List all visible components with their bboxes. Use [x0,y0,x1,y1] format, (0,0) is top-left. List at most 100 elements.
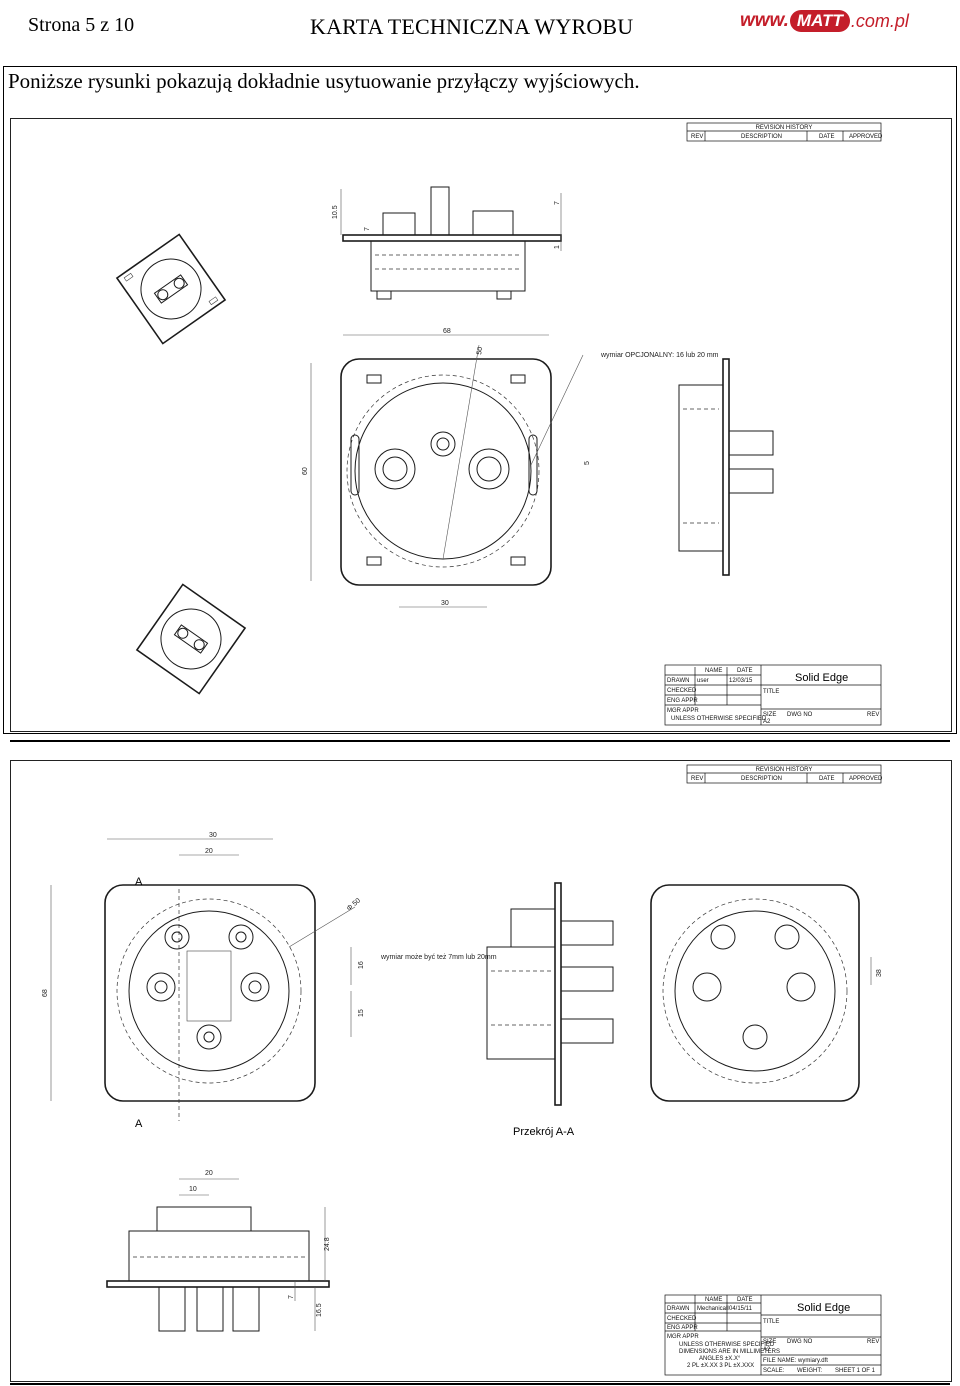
tb1-eng-appr: ENG APPR [667,698,698,704]
dim2-phi-50: Φ 50 [346,897,362,912]
dim2-68: 68 [42,989,49,997]
intro-paragraph: Poniższe rysunki pokazują dokładnie usyt… [8,69,640,93]
drawing-1-svg: REVISION HISTORY REV DESCRIPTION DATE AP… [115,122,883,726]
tb1-size: SIZE [763,712,776,718]
optional-dim-note: wymiar OPCJONALNY: 16 lub 20 mm [600,352,719,359]
technical-drawing-1: REVISION HISTORY REV DESCRIPTION DATE AP… [10,118,952,732]
page-number: Strona 5 z 10 [28,14,135,36]
tb1-size-val: A2 [763,719,771,725]
tb2-scale: SCALE: [763,1368,785,1374]
tb2-brand: Solid Edge [797,1302,850,1314]
dim2-38: 38 [876,969,883,977]
tb2-drawn-date: 04/15/11 [729,1306,753,1312]
tb2-eng-appr: ENG APPR [667,1325,698,1331]
page-header: Strona 5 z 10 KARTA TECHNICZNA WYROBU ww… [0,0,960,66]
dim2-16-5: 16.5 [316,1303,323,1317]
front-view: 68 60 50 30 5 wymiar OPCJONALNY: 16 lub … [302,328,719,608]
tb1-mgr-appr: MGR APPR [667,708,699,714]
dim-68: 68 [443,328,451,335]
dim-60: 60 [302,467,309,475]
tb2-size: SIZE [763,1339,776,1345]
date-col: DATE [819,134,835,140]
rev-col-2: REV [691,776,703,782]
logo-prefix: www. [740,10,789,31]
tb1-date: DATE [737,668,753,674]
tb2-checked: CHECKED [667,1316,697,1322]
right-side-view [678,358,774,576]
dim2-20b: 20 [205,1170,213,1177]
description-col-2: DESCRIPTION [741,776,782,782]
tb2-title: TITLE [763,1319,779,1325]
tb2-size-val: A2 [763,1347,771,1353]
dim2-16: 16 [358,961,365,969]
technical-drawing-2: REVISION HISTORY REV DESCRIPTION DATE AP… [10,760,952,1382]
tb2-places: 2 PL ±X.XX 3 PL ±X.XXX [687,1363,754,1369]
tb2-dims-mm: DIMENSIONS ARE IN MILLIMETERS [679,1349,780,1355]
document-title: KARTA TECHNICZNA WYROBU [310,14,634,39]
tb2-sheet: SHEET 1 OF 1 [835,1368,876,1374]
tb2-dwg-no: DWG NO [787,1339,813,1345]
tb2-mgr-appr: MGR APPR [667,1334,699,1340]
drawing-2-svg: REVISION HISTORY REV DESCRIPTION DATE AP… [42,764,883,1376]
logo-brand: MATT [789,10,850,32]
tb2-date: DATE [737,1297,753,1303]
dim-7b: 7 [554,201,561,205]
revision-history-table: REVISION HISTORY REV DESCRIPTION DATE AP… [686,122,883,142]
tb2-angles: ANGLES ±X.X° [699,1356,741,1362]
tb2-rev: REV [867,1339,879,1345]
dim-10-5: 10.5 [332,205,339,219]
revision-history-label: REVISION HISTORY [756,125,813,131]
dim-5: 5 [584,461,591,465]
dim2-24-8: 24.8 [324,1237,331,1251]
tb1-drawn-date: 12/03/15 [729,678,753,684]
isometric-view-1 [115,233,227,345]
tb1-unless: UNLESS OTHERWISE SPECIFIED [671,716,767,722]
bottom-side-view: 20 10 24.8 7 16.5 [106,1170,331,1332]
company-logo[interactable]: www. MATT .com.pl [740,4,909,38]
isometric-view-2 [135,583,247,695]
tb1-checked: CHECKED [667,688,697,694]
tb2-drawn: DRAWN [667,1306,689,1312]
dim2-7: 7 [288,1295,295,1299]
front-view-right: 38 [650,884,883,1102]
description-col: DESCRIPTION [741,134,782,140]
dim2-30: 30 [209,832,217,839]
revision-history-table-2: REVISION HISTORY REV DESCRIPTION DATE AP… [686,764,883,784]
dim-30: 30 [441,600,449,607]
title-block-1: NAME DATE DRAWN user 12/03/15 CHECKED EN… [664,664,882,726]
tb2-unless: UNLESS OTHERWISE SPECIFIED [679,1342,775,1348]
tb1-dwg-no: DWG NO [787,712,813,718]
section-marker-bottom: A [135,1118,143,1130]
tb1-drawn-name: user [697,678,709,684]
approved-col-2: APPROVED [849,776,883,782]
top-side-view: 10.5 7 7 1 [332,186,562,300]
section-label: Przekrój A-A [513,1126,575,1138]
dim2-20: 20 [205,848,213,855]
date-col-2: DATE [819,776,835,782]
logo-suffix: .com.pl [850,10,909,31]
title-block-2: NAME DATE DRAWN Mechanicall 04/15/11 CHE… [664,1294,882,1376]
tb2-name: NAME [705,1297,722,1303]
front-view-left: 30 20 68 Φ 50 16 15 wymiar może być też … [42,832,497,1130]
section-divider [10,740,950,742]
alt-dim-note: wymiar może być też 7mm lub 20mm [380,954,497,961]
tb2-weight: WEIGHT: [797,1368,822,1374]
tb1-title: TITLE [763,689,779,695]
tb1-rev: REV [867,712,879,718]
tb2-file-name: FILE NAME: wymiary.dft [763,1358,828,1364]
dim-50: 50 [476,346,484,355]
tb1-drawn: DRAWN [667,678,689,684]
dim-1: 1 [554,245,561,249]
page-bottom-rule [10,1383,950,1385]
revision-history-label-2: REVISION HISTORY [756,767,813,773]
tb2-drawn-name: Mechanicall [697,1306,729,1312]
tb1-name: NAME [705,668,722,674]
approved-col: APPROVED [849,134,883,140]
section-view: Przekrój A-A [486,882,614,1138]
section-marker-top: A [135,876,143,888]
rev-col: REV [691,134,703,140]
dim2-10: 10 [189,1186,197,1193]
dim2-15: 15 [358,1009,365,1017]
tb1-brand: Solid Edge [795,672,848,684]
dim-7a: 7 [364,227,371,231]
